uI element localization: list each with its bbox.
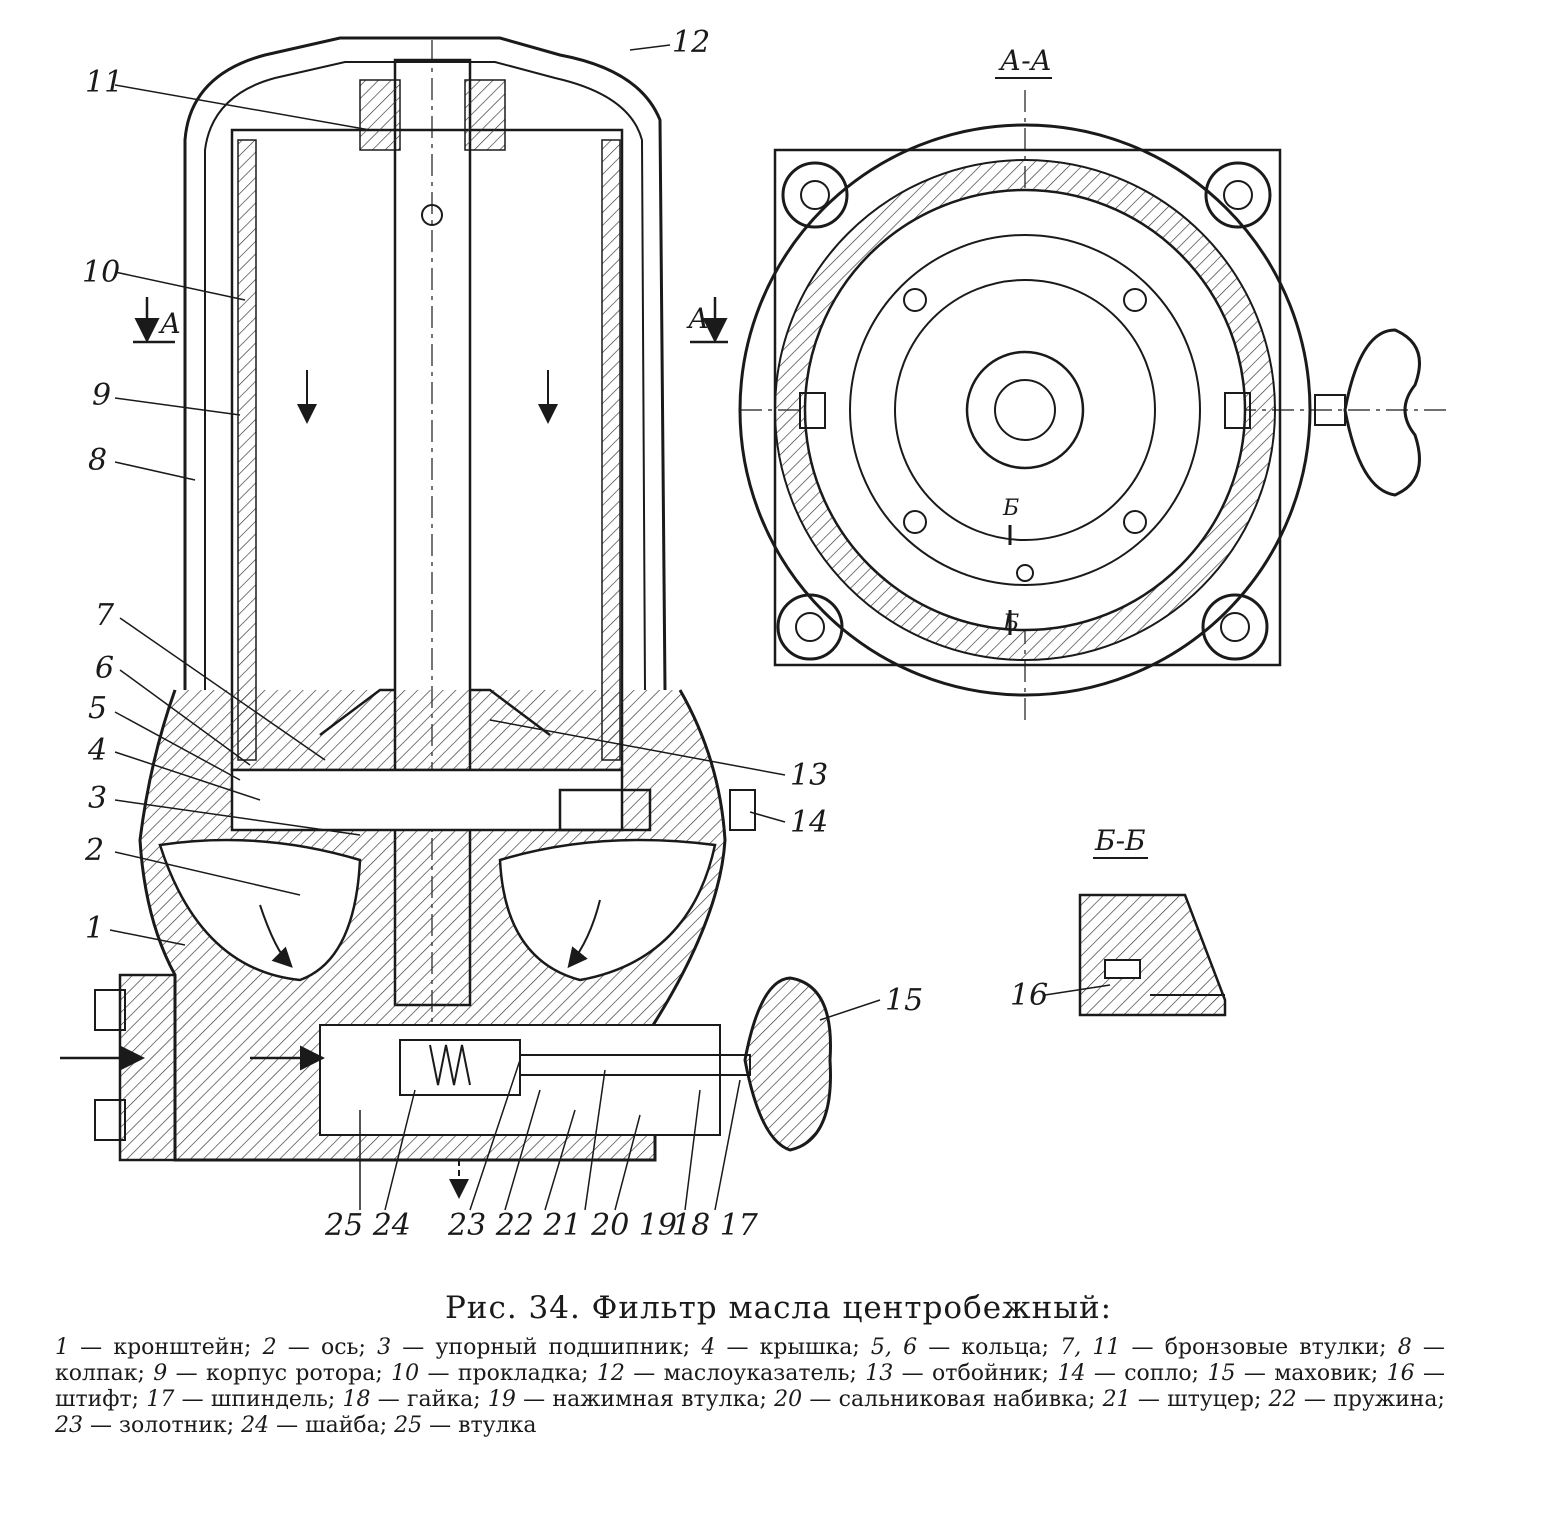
callout-3: 3 (88, 781, 107, 816)
legend-item: 22 — пружина; (1268, 1387, 1445, 1412)
callout-5: 5 (88, 691, 107, 726)
callout-6: 6 (95, 651, 114, 686)
aa-handwheel (1343, 328, 1421, 497)
legend-item: 20 — сальниковая набивка; (774, 1387, 1096, 1412)
callout-numbers: 1 2 3 4 5 6 7 8 9 10 11 12 13 14 15 16 2… (82, 25, 1048, 1243)
legend-item: 25 — втулка (394, 1413, 537, 1438)
view-bb-title: Б-Б (1094, 824, 1146, 857)
legend-item: 18 — гайка; (342, 1387, 481, 1412)
legend-item: 9 — корпус ротора; (153, 1361, 383, 1386)
legend-item: 12 — маслоуказатель; (596, 1361, 857, 1386)
callout-group-18-17: 18 17 (672, 1208, 759, 1243)
legend-item: 1 — кронштейн; (55, 1335, 252, 1360)
legend-item: 7, 11 — бронзовые втулки; (1060, 1335, 1387, 1360)
legend-item: 13 — отбойник; (865, 1361, 1050, 1386)
section-aa-view (738, 90, 1450, 720)
cut-b-bottom-label: Б (1002, 611, 1019, 636)
legend-item: 24 — шайба; (241, 1413, 388, 1438)
main-section-view (60, 36, 832, 1199)
section-a-markers (133, 297, 728, 344)
callout-group-25-24: 25 24 (324, 1208, 411, 1243)
legend-item: 14 — сопло; (1057, 1361, 1200, 1386)
inlet-flange (118, 973, 177, 1162)
legend-item: 17 — шпиндель; (146, 1387, 336, 1412)
callout-9: 9 (92, 378, 111, 413)
leader-lines (109, 44, 1111, 1211)
cap-outline (183, 36, 667, 691)
legend-item: 10 — прокладка; (391, 1361, 589, 1386)
view-aa-title: А-А (998, 44, 1052, 77)
callout-13: 13 (790, 758, 828, 793)
callout-8: 8 (88, 443, 107, 478)
flywheel (743, 976, 832, 1152)
callout-1: 1 (85, 911, 104, 946)
callout-14: 14 (790, 805, 828, 840)
legend-item: 5, 6 — кольца; (870, 1335, 1050, 1360)
callout-2: 2 (84, 833, 104, 868)
callout-12: 12 (672, 25, 710, 60)
legend-item: 8 — колпак; (55, 1335, 1445, 1386)
legend-item: 15 — маховик; (1207, 1361, 1379, 1386)
centrifugal-oil-filter-drawing: А А А-А Б Б Б-Б (60, 25, 1450, 1243)
cut-a-right-label: А (686, 302, 709, 335)
callout-16: 16 (1010, 978, 1048, 1013)
cut-a-left-label: А (158, 307, 181, 340)
callout-group-23-19: 23 22 21 20 19 (447, 1208, 677, 1243)
rotor-body (230, 128, 624, 772)
legend-item: 21 — штуцер; (1102, 1387, 1262, 1412)
legend-item: 4 — крышка; (701, 1335, 860, 1360)
callout-11: 11 (85, 65, 123, 100)
legend-item: 2 — ось; (262, 1335, 366, 1360)
nozzle (558, 788, 652, 832)
legend-item: 3 — упорный подшипник; (377, 1335, 691, 1360)
callout-10: 10 (82, 255, 120, 290)
callout-4: 4 (87, 733, 107, 768)
callout-15: 15 (885, 983, 923, 1018)
legend-item: 19 — нажимная втулка; (487, 1387, 767, 1412)
legend-item: 16 — штифт; (55, 1361, 1446, 1412)
aa-flange-outline (773, 148, 1282, 667)
callout-7: 7 (95, 598, 115, 633)
section-bb-view (1078, 893, 1227, 1017)
figure-legend: 1 — кронштейн; 2 — ось; 3 — упорный подш… (55, 1335, 1445, 1439)
figure-title: Рис. 34. Фильтр масла центробежный: (444, 1290, 1113, 1326)
cut-b-top-label: Б (1002, 496, 1019, 521)
legend-item: 23 — золотник; (55, 1413, 235, 1438)
